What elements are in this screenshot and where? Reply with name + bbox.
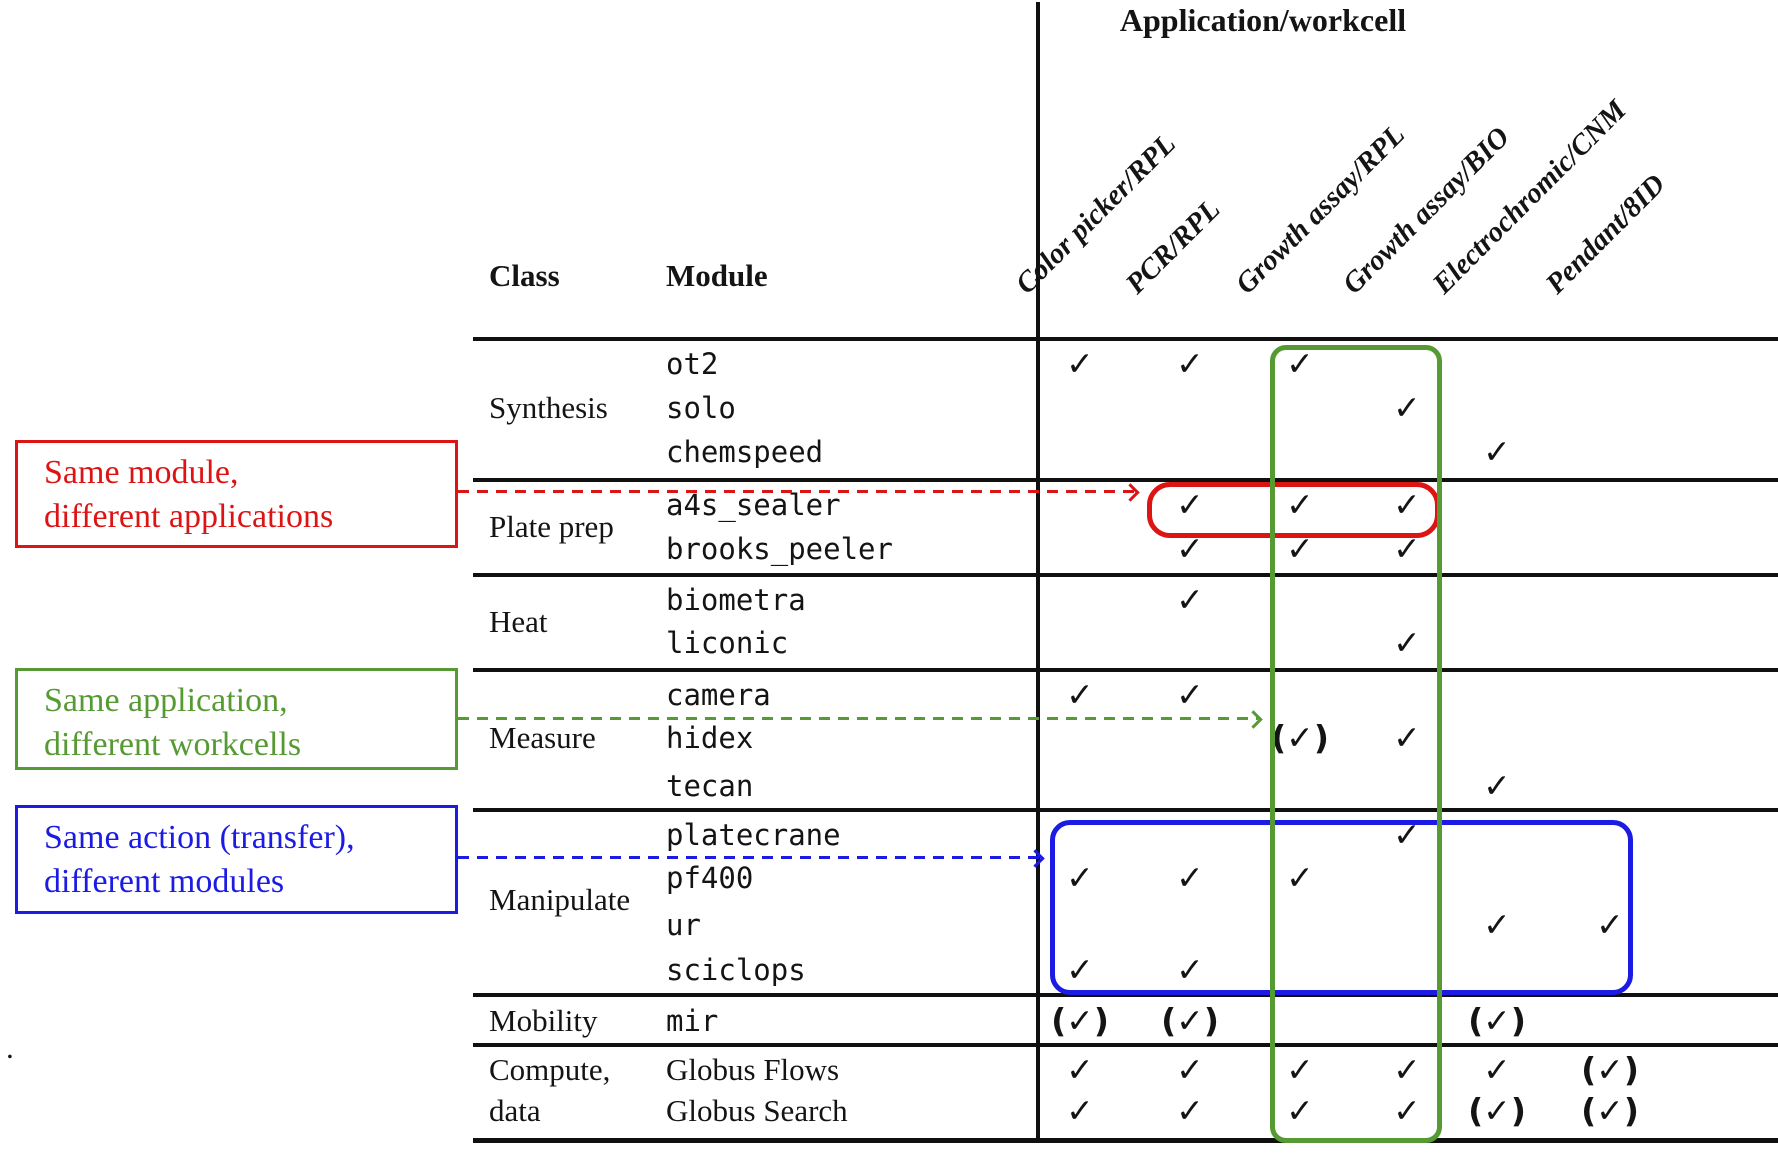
blue-callout-box: Same action (transfer), different modules (15, 805, 458, 914)
green-callout-arrowhead-icon (1244, 710, 1263, 729)
blue-callout-arrow (458, 849, 1045, 868)
class-label: Compute, (489, 1052, 611, 1087)
blue-callout-arrowhead-icon (1026, 849, 1045, 868)
table-divider-line (1036, 2, 1040, 1140)
figure-title: Application/workcell (1119, 2, 1407, 38)
check-mark-partial: (✓) (1581, 1050, 1639, 1089)
check-mark: ✓ (1176, 858, 1204, 897)
class-label: Manipulate (489, 882, 631, 917)
red-callout-arrow (458, 483, 1140, 502)
table-rule (473, 1043, 1778, 1047)
check-mark: ✓ (1286, 858, 1314, 897)
green-callout-box: Same application, different workcells (15, 668, 458, 770)
check-mark-partial: (✓) (1468, 1001, 1526, 1040)
check-mark: ✓ (1483, 766, 1511, 805)
check-mark: ✓ (1393, 623, 1421, 662)
check-mark: ✓ (1393, 1050, 1421, 1089)
check-mark: ✓ (1286, 1050, 1314, 1089)
module-name: ur (666, 908, 701, 942)
class-label: Measure (489, 720, 596, 755)
check-mark: ✓ (1393, 1091, 1421, 1130)
module-name: biometra (666, 583, 806, 617)
check-mark-partial: (✓) (1468, 1091, 1526, 1130)
table-rule (473, 478, 1778, 482)
check-mark: ✓ (1286, 344, 1314, 383)
check-mark: ✓ (1483, 1050, 1511, 1089)
check-mark: ✓ (1066, 675, 1094, 714)
check-mark: ✓ (1176, 1091, 1204, 1130)
check-mark: ✓ (1176, 950, 1204, 989)
check-mark: ✓ (1286, 1091, 1314, 1130)
red-callout-arrowhead-icon (1121, 483, 1140, 502)
table-rule (473, 573, 1778, 577)
check-mark-partial: (✓) (1051, 1001, 1109, 1040)
table-rule (473, 1138, 1778, 1143)
check-mark: ✓ (1066, 950, 1094, 989)
module-name: mir (666, 1004, 719, 1038)
check-mark: ✓ (1066, 1050, 1094, 1089)
module-name: pf400 (666, 861, 754, 895)
module-name: tecan (666, 769, 754, 803)
module-name: a4s_sealer (666, 488, 841, 522)
check-mark: ✓ (1483, 432, 1511, 471)
table-rule (473, 668, 1778, 672)
check-mark: ✓ (1066, 1091, 1094, 1130)
class-label: Heat (489, 604, 548, 639)
check-mark: ✓ (1176, 485, 1204, 524)
check-mark: ✓ (1286, 485, 1314, 524)
green-callout-arrow (458, 710, 1263, 729)
class-label: Mobility (489, 1003, 598, 1038)
check-mark: ✓ (1176, 675, 1204, 714)
class-label: Plate prep (489, 509, 614, 544)
red-callout-text-line: different applications (44, 498, 334, 535)
table-rule (473, 808, 1778, 812)
check-mark-partial: (✓) (1271, 718, 1329, 757)
red-callout-box: Same module, different applications (15, 440, 458, 548)
module-name: brooks_peeler (666, 532, 893, 566)
module-column-header: Module (666, 258, 768, 293)
check-mark: ✓ (1176, 344, 1204, 383)
check-mark: ✓ (1393, 485, 1421, 524)
check-mark: ✓ (1393, 388, 1421, 427)
green-callout-text-line: Same application, (44, 682, 288, 719)
green-callout-text-line: different workcells (44, 726, 302, 763)
green-highlight-rect (1270, 345, 1442, 1143)
check-mark: ✓ (1176, 580, 1204, 619)
check-mark-partial: (✓) (1581, 1091, 1639, 1130)
module-name: solo (666, 391, 736, 425)
check-mark: ✓ (1483, 905, 1511, 944)
table-rule (473, 993, 1778, 997)
table-rule (473, 337, 1778, 341)
module-name: ot2 (666, 347, 719, 381)
module-name: Globus Flows (666, 1052, 840, 1087)
check-mark-partial: (✓) (1161, 1001, 1219, 1040)
check-mark: ✓ (1066, 858, 1094, 897)
blue-highlight-rect (1050, 820, 1633, 995)
module-name: Globus Search (666, 1093, 848, 1128)
class-column-header: Class (489, 258, 560, 293)
blue-callout-text-line: different modules (44, 863, 285, 900)
class-label: data (489, 1093, 541, 1128)
module-name: sciclops (666, 953, 806, 987)
check-mark: ✓ (1176, 1050, 1204, 1089)
module-name: hidex (666, 721, 754, 755)
module-name: liconic (666, 626, 789, 660)
blue-callout-text-line: Same action (transfer), (44, 819, 355, 856)
module-name: platecrane (666, 818, 841, 852)
module-name: camera (666, 678, 771, 712)
column-header: PCR/RPL (1119, 193, 1227, 301)
module-name: chemspeed (666, 435, 824, 469)
caption-fragment: . (6, 1030, 14, 1065)
check-mark: ✓ (1596, 905, 1624, 944)
check-mark: ✓ (1393, 718, 1421, 757)
check-mark: ✓ (1066, 344, 1094, 383)
class-label: Synthesis (489, 390, 608, 425)
red-callout-text-line: Same module, (44, 454, 239, 491)
